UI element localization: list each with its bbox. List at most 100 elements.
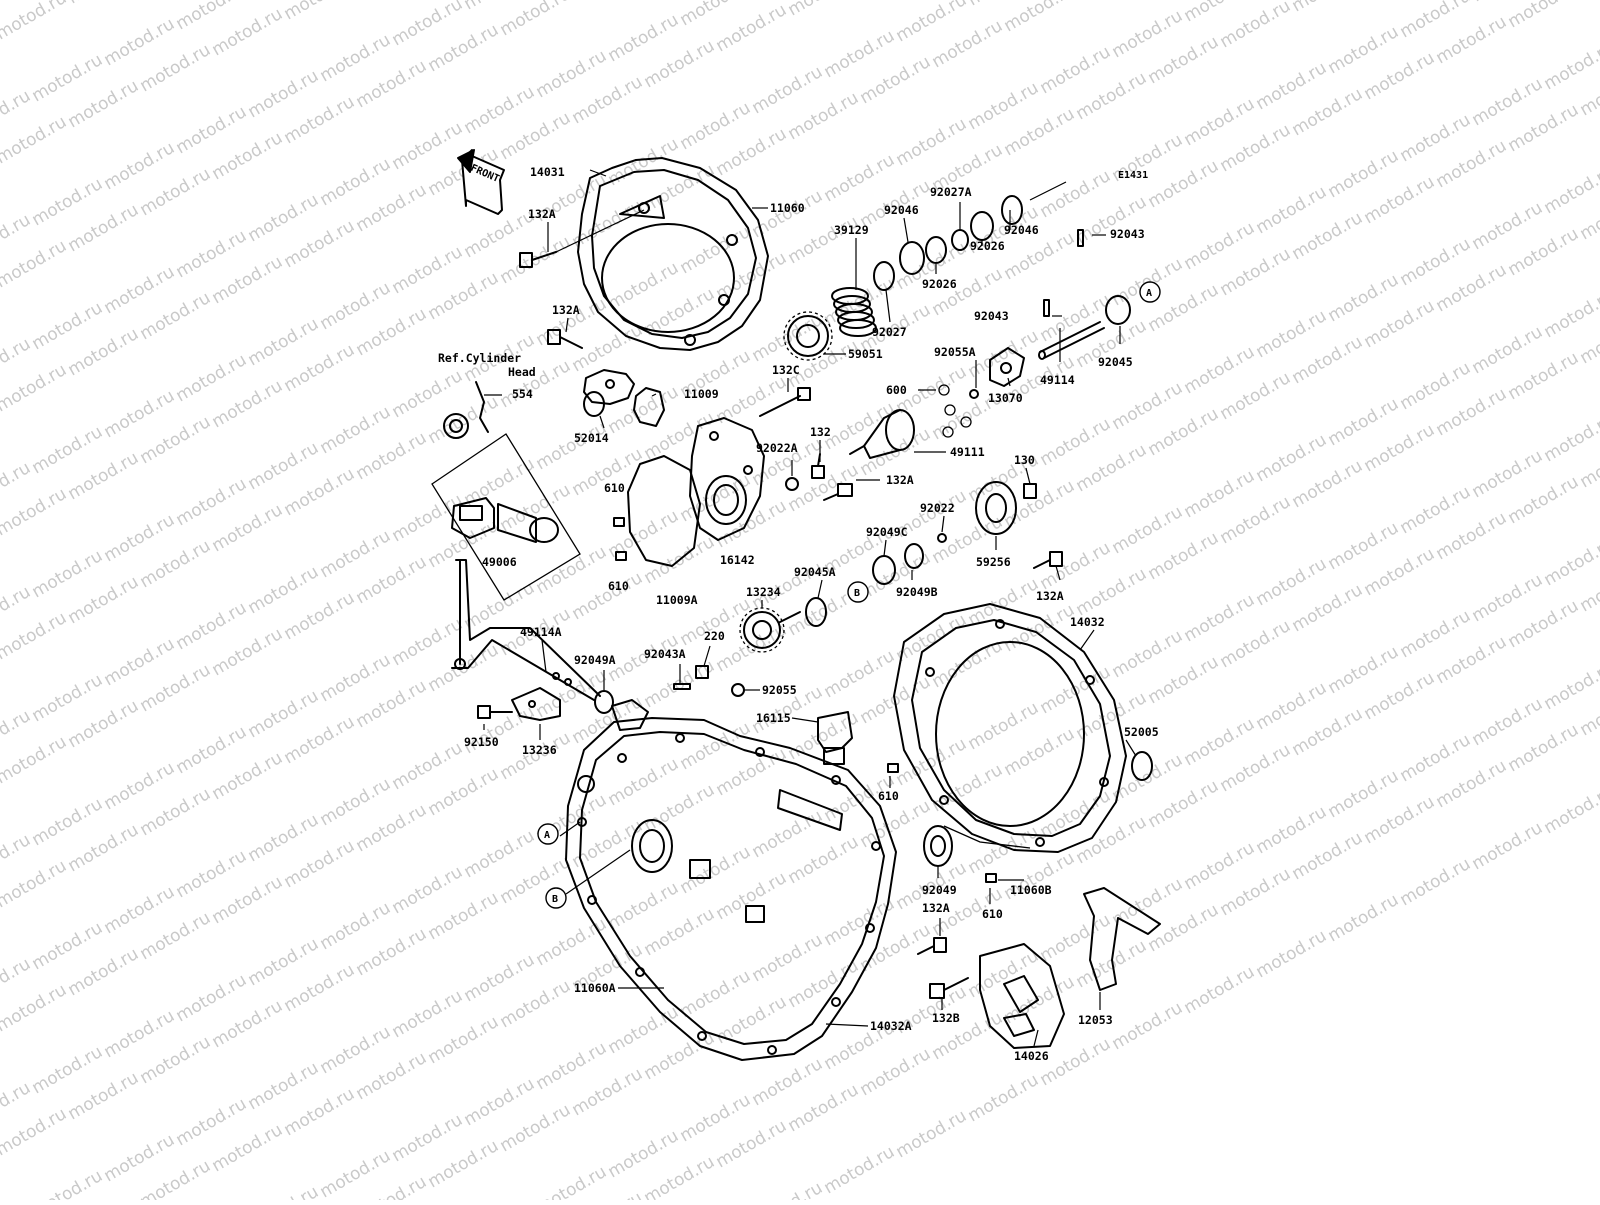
label-610: 610	[982, 907, 1003, 921]
washer-92022	[938, 534, 946, 542]
label-92150: 92150	[464, 735, 499, 749]
label-14032: 14032	[1070, 615, 1105, 629]
label-14031: 14031	[530, 165, 565, 179]
watermark-text: motod.ru	[0, 1104, 70, 1160]
label-49111: 49111	[950, 445, 985, 459]
label-11060a: 11060A	[574, 981, 616, 995]
label-92043a: 92043A	[644, 647, 686, 661]
label-132b: 132B	[932, 1011, 960, 1025]
label-92049c: 92049C	[866, 525, 908, 539]
label-49114: 49114	[1040, 373, 1075, 387]
label-16115: 16115	[756, 711, 791, 725]
watermark-text: motod.ru	[533, 1162, 611, 1200]
label-554: 554	[512, 387, 533, 401]
label-92049: 92049	[922, 883, 957, 897]
label-132a: 132A	[922, 901, 950, 915]
label-132: 132	[810, 425, 831, 439]
ref-note-line2: Head	[508, 365, 536, 379]
label-132a: 132A	[886, 473, 914, 487]
label-11009a: 11009A	[656, 593, 698, 607]
watermark-text: motod.ru	[0, 0, 70, 44]
watermark-text: motod.ru	[749, 1178, 827, 1200]
label-132a: 132A	[528, 207, 556, 221]
label-92049a: 92049A	[574, 653, 616, 667]
label-92055: 92055	[762, 683, 797, 697]
washer-92022a	[786, 478, 798, 490]
watermark-text: motod.ru	[0, 112, 70, 168]
label-610: 610	[604, 481, 625, 495]
label-92045: 92045	[1098, 355, 1133, 369]
label-13234: 13234	[746, 585, 781, 599]
pin-92043-b	[1044, 300, 1049, 316]
watermark-text: motod.ru	[1541, 658, 1600, 714]
watermark-text: motod.ru	[0, 732, 70, 788]
label-132a: 132A	[1036, 589, 1064, 603]
watermark-text: motod.ru	[1397, 854, 1475, 910]
label-52014: 52014	[574, 431, 609, 445]
watermark-text: motod.ru	[0, 608, 70, 664]
label-49006: 49006	[482, 555, 517, 569]
label-92026: 92026	[970, 239, 1005, 253]
label-92043: 92043	[974, 309, 1009, 323]
watermark-text: motod.ru	[1541, 38, 1600, 94]
label-14032a: 14032A	[870, 1019, 912, 1033]
watermark-text: motod.ru	[317, 1146, 395, 1200]
watermark-text: motod.ru	[65, 0, 143, 8]
watermark-text: motod.ru	[1469, 818, 1547, 874]
watermark-text: motod.ru	[1001, 0, 1079, 36]
watermark-text: motod.ru	[569, 0, 647, 4]
watermark-text: motod.ru	[1541, 410, 1600, 466]
watermark-text: motod.ru	[893, 1106, 971, 1162]
label-59051: 59051	[848, 347, 883, 361]
label-610: 610	[878, 789, 899, 803]
watermark-text: motod.ru	[1325, 890, 1403, 946]
label-13070: 13070	[988, 391, 1023, 405]
exploded-view-drawing	[432, 150, 1160, 1060]
label-600: 600	[886, 383, 907, 397]
bolt-132a-right	[1034, 552, 1062, 568]
bearing-92049	[924, 826, 952, 866]
o-ring-92055	[732, 684, 744, 696]
watermark-text: motod.ru	[821, 1142, 899, 1198]
dowel-pin-610-a	[614, 518, 624, 526]
watermark-text: motod.ru	[1541, 286, 1600, 342]
label-92046: 92046	[884, 203, 919, 217]
label-12053: 12053	[1078, 1013, 1113, 1027]
label-610: 610	[608, 579, 629, 593]
watermark-text: motod.ru	[0, 360, 70, 416]
label-92027: 92027	[872, 325, 907, 339]
label-92049b: 92049B	[896, 585, 938, 599]
watermark-text: motod.ru	[245, 1182, 323, 1200]
label-92046: 92046	[1004, 223, 1039, 237]
label-11009: 11009	[684, 387, 719, 401]
watermark-text: motod.ru	[0, 856, 70, 912]
label-92026: 92026	[922, 277, 957, 291]
label-16142: 16142	[720, 553, 755, 567]
watermark-text: motod.ru	[0, 484, 70, 540]
crankcase-cover-14032a	[566, 700, 896, 1060]
dowel-pin-610-d	[986, 874, 996, 882]
label-92043: 92043	[1110, 227, 1145, 241]
label-52005: 52005	[1124, 725, 1159, 739]
label-132a: 132A	[552, 303, 580, 317]
watermark-text: motod.ru	[29, 1166, 107, 1200]
diagram-code: E1431	[1118, 170, 1148, 181]
watermark-text: motod.ru	[1541, 534, 1600, 590]
watermark-text: motod.ru	[497, 0, 575, 40]
ref-marker-a: A	[1146, 288, 1152, 299]
watermark-text: motod.ru	[1217, 0, 1295, 52]
label-11060: 11060	[770, 201, 805, 215]
label-92055a: 92055A	[934, 345, 976, 359]
watermark-text: motod.ru	[1181, 962, 1259, 1018]
watermark-text: motod.ru	[965, 1070, 1043, 1126]
watermark-text: motod.ru	[785, 0, 863, 20]
label-13236: 13236	[522, 743, 557, 757]
watermark-text: motod.ru	[1541, 782, 1600, 838]
label-92027a: 92027A	[930, 185, 972, 199]
label-132c: 132C	[772, 363, 800, 377]
label-14026: 14026	[1014, 1049, 1049, 1063]
watermark-text: motod.ru	[0, 980, 70, 1036]
